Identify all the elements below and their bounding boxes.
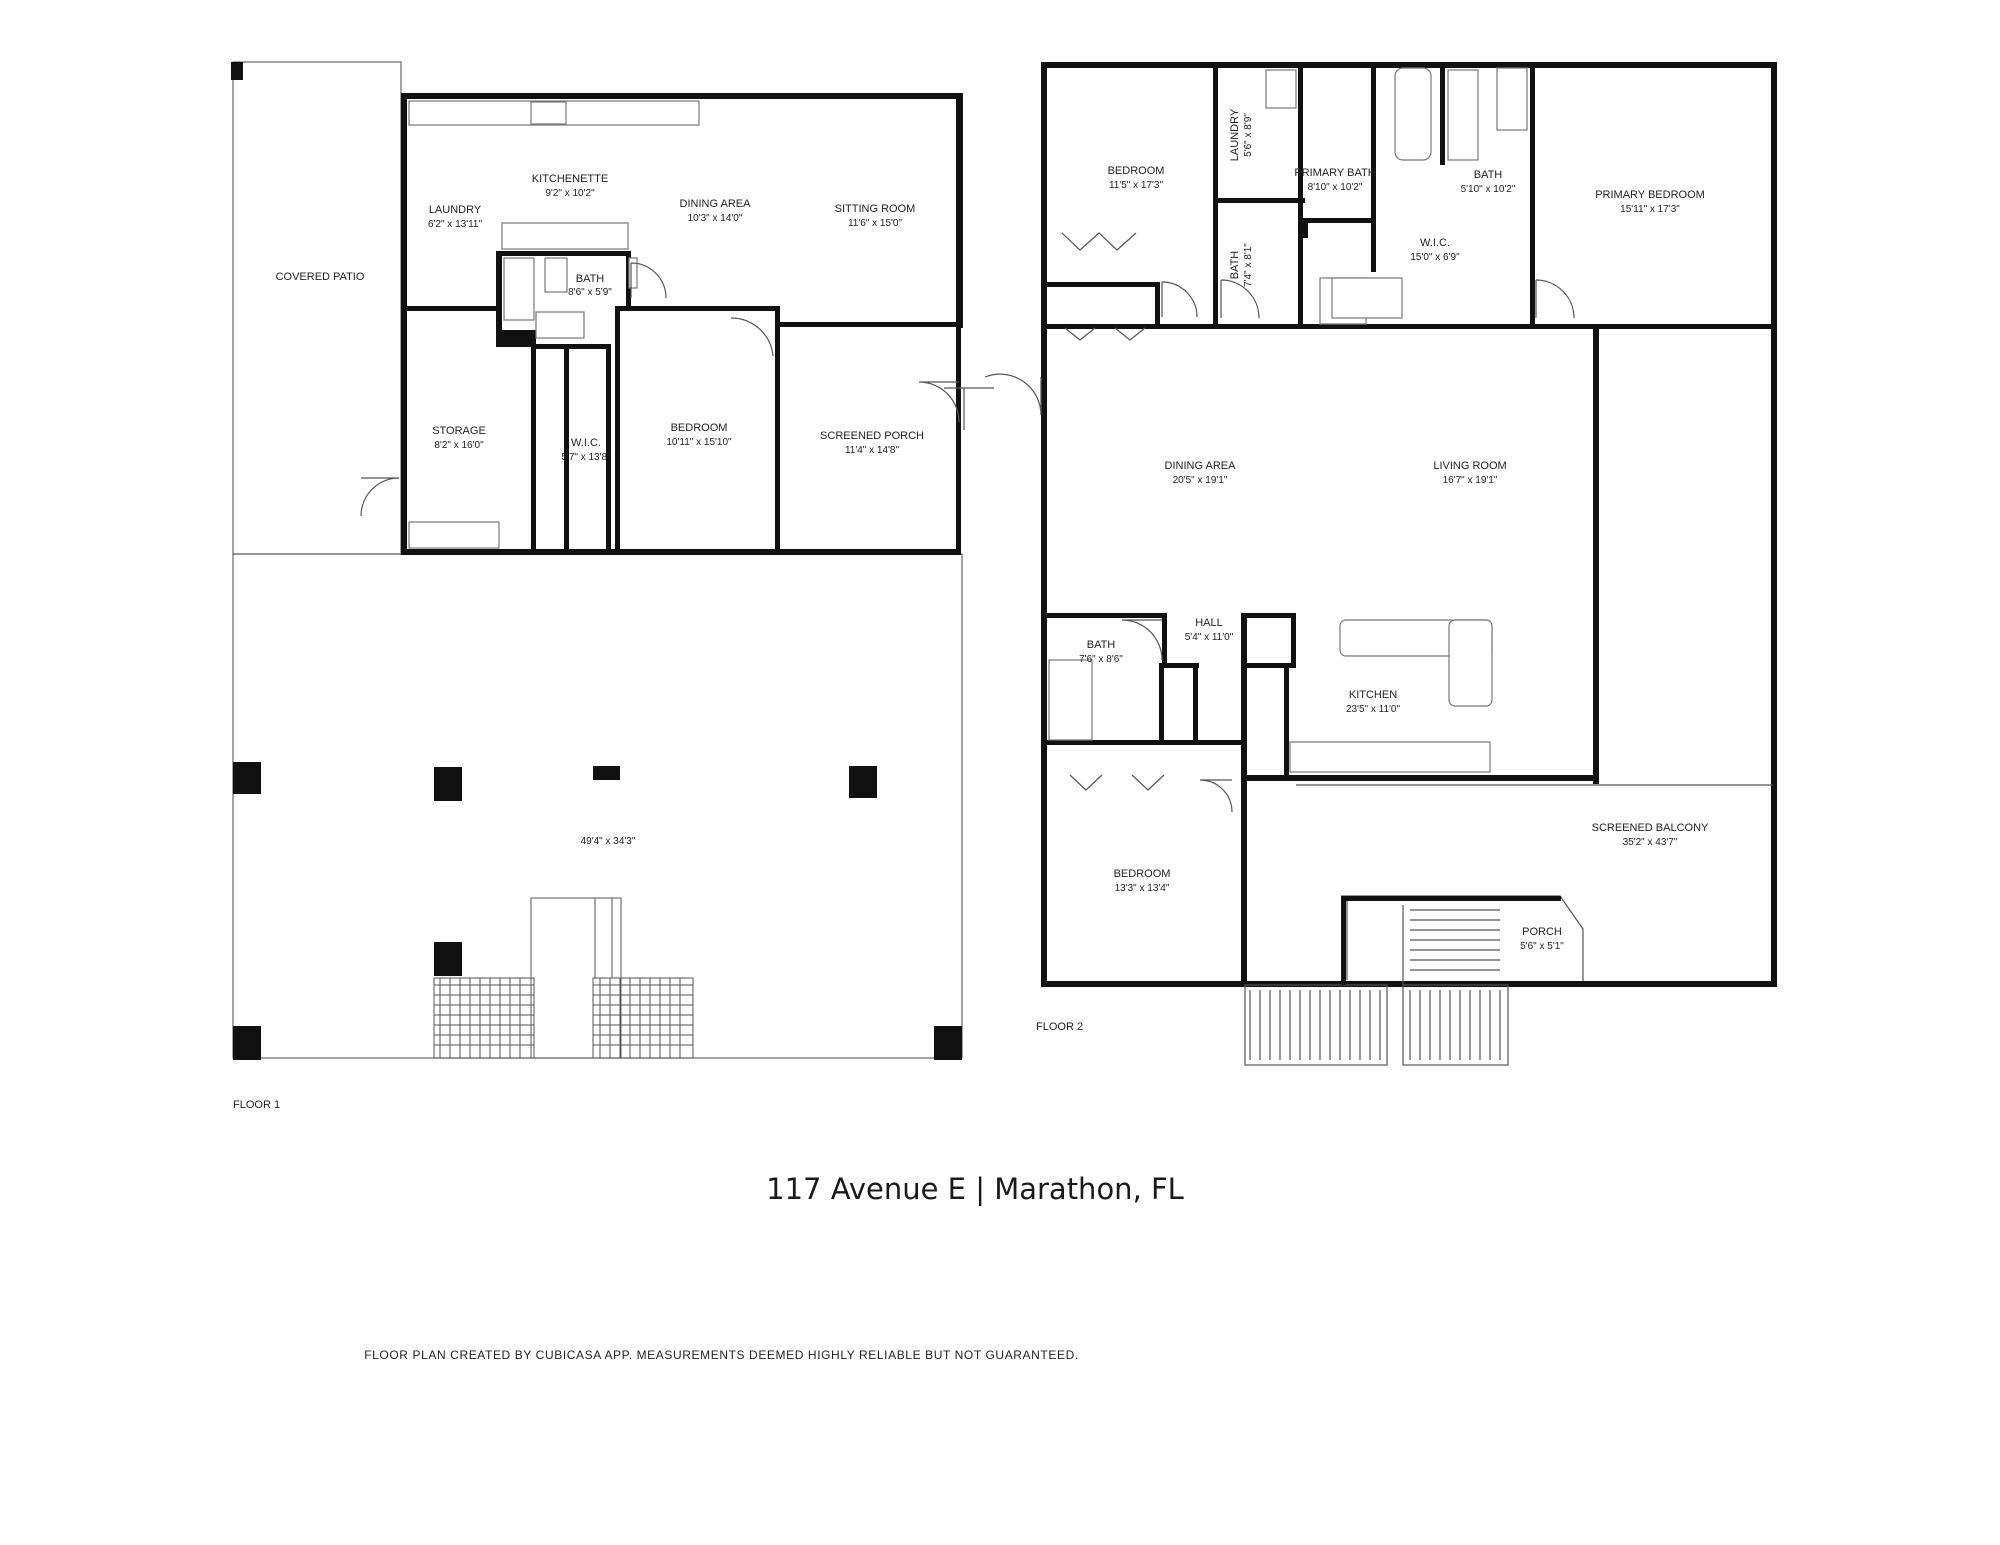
bath-label: BATH [576,273,605,285]
support-post [849,766,877,798]
floor-2-plan: BEDROOM 11'5" x 17'3" LAUNDRY 5'6" x 8'9… [984,62,1777,1066]
floor-1-doors [360,262,994,517]
dining-area-label: DINING AREA [680,198,752,210]
wic-dim: 5'7" x 13'8" [561,452,611,463]
f2-porch-label: PORCH [1522,926,1562,938]
f2-bedroom-nw-label: BEDROOM [1108,165,1165,177]
f2-dining-area-label: DINING AREA [1165,460,1237,472]
dining-area-dim: 10'3" x 14'0" [688,213,743,224]
f2-living-room-dim: 16'7" x 19'1" [1443,475,1498,486]
f2-bath-small-label: BATH [1229,251,1241,280]
support-post [434,767,462,801]
f2-bath-ne-label: BATH [1474,169,1503,181]
screened-porch-dim: 11'4" x 14'8" [845,445,900,456]
bath-dim: 8'6" x 5'9" [568,287,612,298]
f2-laundry-dim: 5'6" x 8'9" [1243,113,1254,157]
covered-patio-label: COVERED PATIO [276,271,365,283]
f2-kitchen-dim: 23'5" x 11'0" [1346,704,1401,715]
sitting-room-dim: 11'6" x 15'0" [848,218,903,229]
laundry-dim: 6'2" x 13'11" [428,219,483,230]
property-address-title: 117 Avenue E | Marathon, FL [766,1172,1184,1206]
porch-walls [1341,896,1561,985]
f2-primary-bath-dim: 8'10" x 10'2" [1308,182,1363,193]
f2-wic-dim: 15'0" x 6'9" [1410,252,1460,263]
storage-dim: 8'2" x 16'0" [434,440,484,451]
f2-bedroom-nw-dim: 11'5" x 17'3" [1109,180,1164,191]
floor-2-label: FLOOR 2 [1036,1021,1083,1033]
support-post [233,762,261,794]
laundry-label: LAUNDRY [429,204,482,216]
covered-patio-outline [232,61,402,555]
f2-bath-small-dim: 7'4" x 8'1" [1243,243,1254,287]
kitchenette-label: KITCHENETTE [532,173,608,185]
support-post [434,942,462,976]
floor-2-fixtures [1048,67,1528,773]
f2-hall-dim: 5'4" x 11'0" [1185,632,1234,643]
f2-screened-balcony-label: SCREENED BALCONY [1592,822,1709,834]
f2-dining-area-dim: 20'5" x 19'1" [1173,475,1228,486]
f2-hall-label: HALL [1195,617,1223,629]
f2-wic-label: W.I.C. [1420,237,1450,249]
f2-primary-bath-label: PRIMARY BATH [1294,167,1375,179]
support-post [934,1026,962,1060]
support-post [233,1026,261,1060]
f2-porch-dim: 5'6" x 5'1" [1520,941,1564,952]
floor-1-walls [401,93,963,555]
f2-bath-sw-dim: 7'6" x 8'6" [1079,654,1123,665]
floor-2-walls [1041,62,1777,987]
bedroom-label: BEDROOM [671,422,728,434]
ground-level-outline [232,553,963,1059]
f2-kitchen-label: KITCHEN [1349,689,1397,701]
floor-1-stairs [433,897,694,1059]
f2-bath-ne-dim: 5'10" x 10'2" [1461,184,1516,195]
floor-1-label: FLOOR 1 [233,1099,280,1111]
floor-2-doors [984,232,1575,813]
f2-bedroom-sw-dim: 13'3" x 13'4" [1115,883,1170,894]
wic-label: W.I.C. [571,437,601,449]
screened-porch-label: SCREENED PORCH [820,430,924,442]
floor-1-plan: COVERED PATIO KITCHENETTE 9'2" x 10'2" D… [231,61,994,1111]
storage-label: STORAGE [432,425,486,437]
sitting-room-label: SITTING ROOM [835,203,916,215]
support-post [593,766,620,780]
patio-post [231,62,243,80]
f2-primary-bedroom-label: PRIMARY BEDROOM [1595,189,1705,201]
f2-laundry-label: LAUNDRY [1229,108,1241,161]
f2-screened-balcony-dim: 35'2" x 43'7" [1623,837,1678,848]
f2-bedroom-sw-label: BEDROOM [1114,868,1171,880]
f2-living-room-label: LIVING ROOM [1433,460,1506,472]
kitchenette-dim: 9'2" x 10'2" [545,188,595,199]
f2-bath-sw-label: BATH [1087,639,1116,651]
floor-1-fixtures [408,100,700,549]
floor-plan-disclaimer: FLOOR PLAN CREATED BY CUBICASA APP. MEAS… [364,1348,1079,1362]
bedroom-dim: 10'11" x 15'10" [666,437,732,448]
ground-level-dim: 49'4" x 34'3" [581,836,636,847]
f2-primary-bedroom-dim: 15'11" x 17'3" [1620,204,1680,215]
